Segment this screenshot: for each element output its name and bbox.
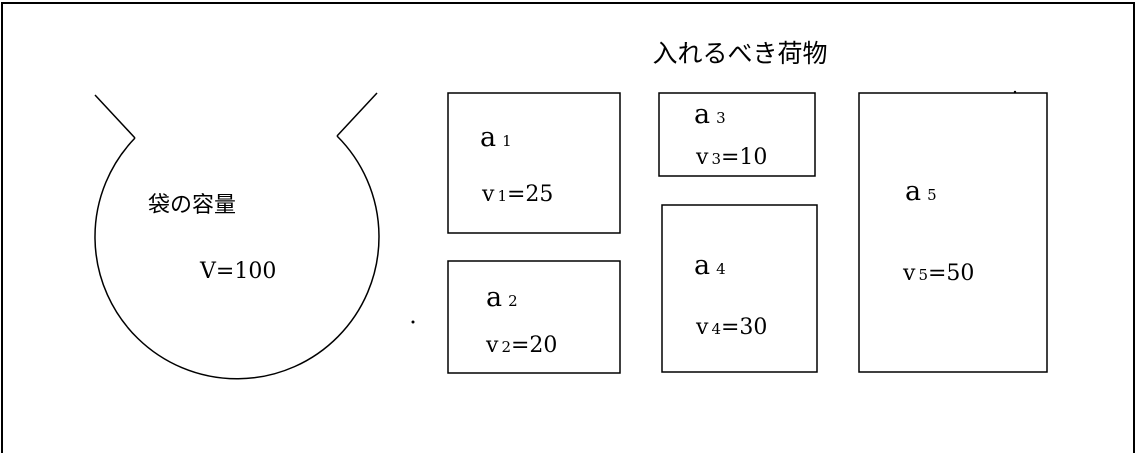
bag-body: [94, 135, 380, 380]
bag-rim-right: [336, 92, 378, 137]
item-a4-box: [661, 204, 818, 373]
bag-capacity: V=100: [199, 259, 276, 284]
item-a3-box: [658, 92, 816, 177]
bag-rim-left: [94, 94, 136, 139]
item-a5-box: [858, 92, 1048, 373]
bag-label: 袋の容量: [148, 193, 236, 218]
bag-shape: [94, 92, 380, 380]
stray-dot: [411, 320, 415, 324]
diagram-heading: 入れるべき荷物: [652, 39, 827, 68]
item-a1-box: [447, 92, 621, 234]
item-a2-box: [447, 260, 621, 374]
